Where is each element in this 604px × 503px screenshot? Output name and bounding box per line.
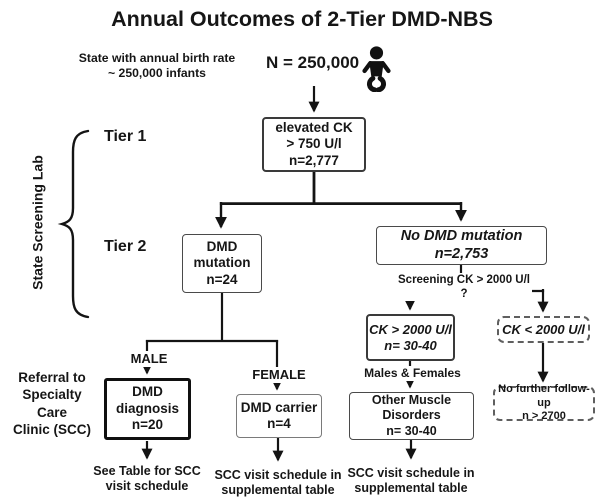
node-dmd-diagnosis: DMD diagnosis n=20	[104, 378, 191, 440]
node-dmd-mutation: DMD mutation n=24	[182, 234, 262, 293]
screening-lab-brace	[57, 129, 90, 319]
node-no-further-followup: No further follow-up n > 2700	[493, 383, 595, 422]
label-female: FEMALE	[243, 367, 315, 383]
node-no-dmd-mutation: No DMD mutation n=2,753	[376, 226, 547, 265]
node-elevated-ck: elevated CK > 750 U/l n=2,777	[262, 117, 366, 172]
label-screening-question: Screening CK > 2000 U/l ?	[396, 273, 532, 302]
label-tier-1: Tier 1	[104, 128, 147, 145]
footnote-scc-supplemental-1: SCC visit schedule in supplemental table	[214, 468, 342, 498]
footnote-scc-table: See Table for SCC visit schedule	[93, 464, 201, 494]
node-ck-above-2000: CK > 2000 U/l n= 30-40	[366, 314, 455, 361]
label-male: MALE	[117, 351, 181, 367]
node-dmd-carrier: DMD carrier n=4	[236, 394, 322, 438]
footnote-scc-supplemental-2: SCC visit schedule in supplemental table	[347, 466, 475, 496]
diagram-title: Annual Outcomes of 2-Tier DMD-NBS	[111, 7, 493, 31]
label-tier-2: Tier 2	[104, 238, 147, 255]
label-referral-scc: Referral to Specialty Care Clinic (SCC)	[12, 370, 91, 437]
label-state-screening-lab: State Screening Lab	[29, 155, 46, 290]
label-males-and-females: Males & Females	[362, 366, 463, 381]
population-count: N = 250,000	[266, 53, 360, 72]
birth-rate-note: State with annual birth rate ~ 250,000 i…	[78, 51, 236, 80]
node-other-muscle-disorders: Other Muscle Disorders n= 30-40	[349, 392, 474, 440]
node-ck-below-2000: CK < 2000 U/l	[497, 316, 590, 343]
baby-icon	[362, 46, 391, 92]
